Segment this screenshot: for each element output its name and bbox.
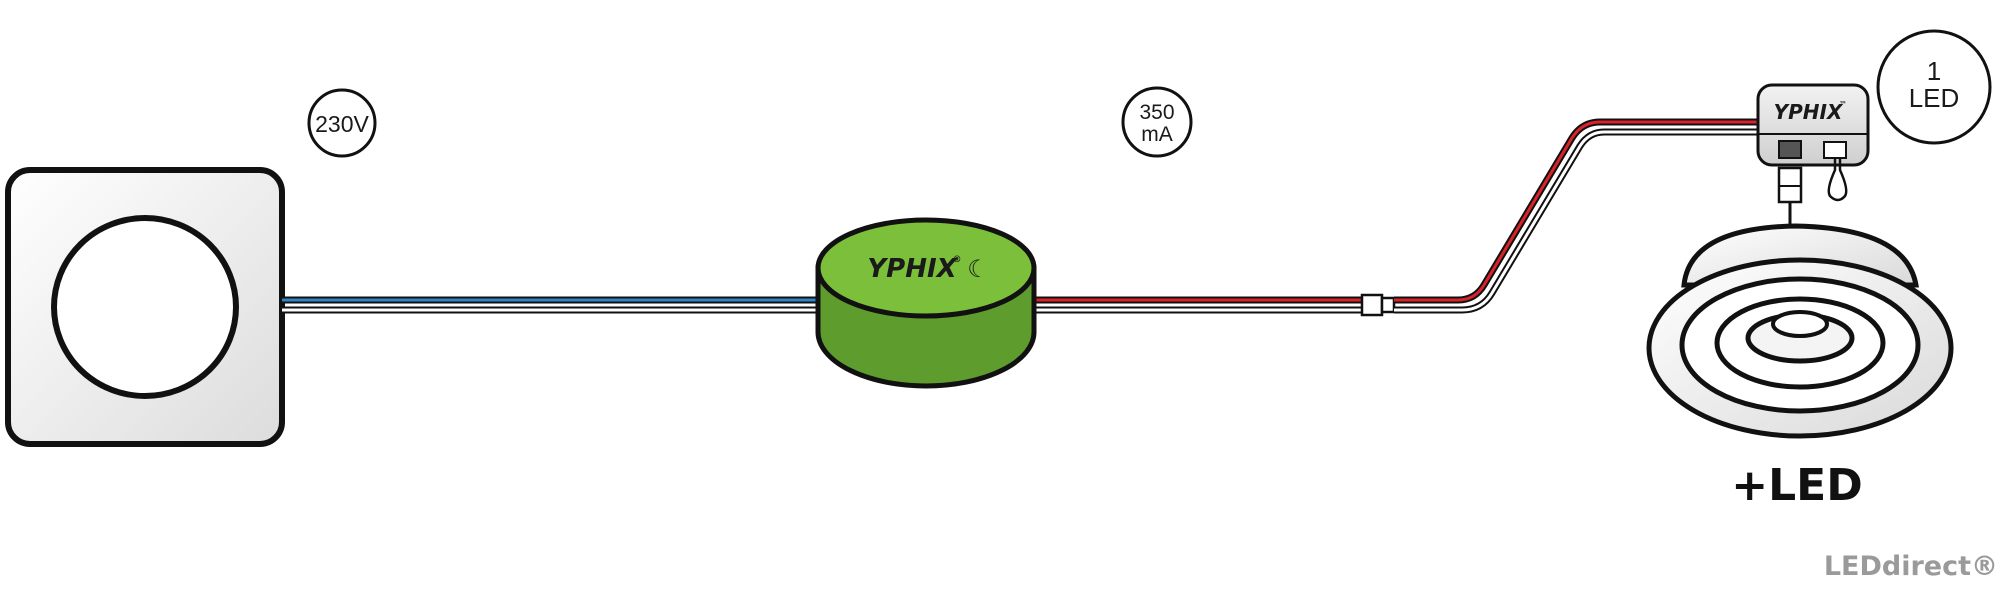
adapter-brand-mark: ™ [1839, 100, 1847, 109]
driver-brand-mark: ® [953, 255, 962, 265]
watermark-logo: LEDdirect® [1824, 551, 1998, 582]
led-downlight: +LED [1646, 223, 1954, 511]
wall-switch [5, 167, 285, 447]
current-label-line1: 350 [1139, 101, 1174, 124]
current-label-line2: mA [1141, 123, 1173, 146]
led-count-line1: 1 [1927, 56, 1941, 86]
voltage-bubble: 230V [307, 88, 377, 158]
clip-loop [1827, 158, 1848, 202]
wire-connector [1360, 293, 1396, 317]
driver-brand: YPHIX [867, 254, 958, 284]
led-driver: YPHIX ® ☾ [815, 217, 1037, 389]
adapter-clip [1823, 141, 1847, 159]
mains-wire [282, 296, 820, 314]
switch-knob [51, 215, 239, 399]
led-count-bubble: 1 LED [1876, 29, 1992, 145]
led-wire [1394, 118, 1758, 314]
plus-led-label: +LED [1731, 460, 1862, 511]
led-adapter: YPHIX ™ [1756, 83, 1870, 228]
voltage-label: 230V [315, 111, 369, 137]
dc-wire [1035, 296, 1362, 314]
dim-icon: ☾ [967, 255, 989, 283]
current-bubble: 350 mA [1121, 86, 1193, 158]
led-count-line2: LED [1909, 83, 1960, 113]
adapter-brand: YPHIX [1774, 100, 1844, 124]
adapter-port [1778, 140, 1802, 159]
